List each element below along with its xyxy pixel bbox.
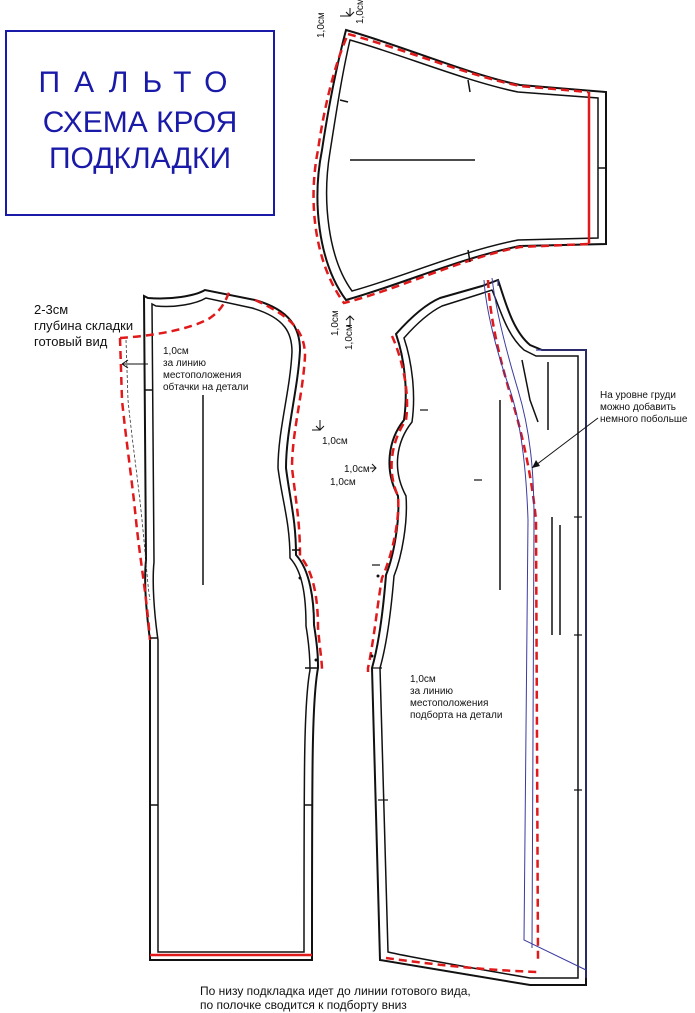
sleeve-lining-line (312, 32, 589, 305)
front-hem-red (385, 956, 539, 974)
back-outline-inner (151, 297, 311, 953)
sleeve-bottom-label-a: 1,0см (330, 310, 341, 336)
back-pleat-thin (125, 339, 151, 601)
front-lining-right (486, 279, 540, 961)
title-line-2: СХЕМА КРОЯ (42, 106, 238, 139)
armhole-front-label-a: 1,0см (344, 464, 370, 475)
front-outline-outer (370, 278, 587, 986)
title-box: ПАЛЬТО СХЕМА КРОЯ ПОДКЛАДКИ (5, 30, 275, 216)
title-line-3: ПОДКЛАДКИ (48, 142, 232, 175)
front-facing-blue (483, 279, 587, 971)
front-blue-edge (497, 280, 587, 978)
armhole-front-label-b: 1,0см (330, 477, 356, 488)
front-lining-left (366, 335, 409, 672)
sleeve-top-label-a: 1,0см (316, 12, 327, 38)
chest-note: На уровне груди можно добавить немного п… (600, 390, 688, 425)
back-facing-note: 1,0см за линию местоположения обтачки на… (163, 346, 249, 393)
pleat-note: 2-3см глубина складки готовый вид (34, 302, 134, 349)
front-piece (366, 277, 599, 986)
front-facing-blue-2 (491, 277, 535, 949)
armhole-back-label: 1,0см (322, 436, 348, 447)
back-piece (118, 288, 324, 961)
back-lining-line (119, 289, 324, 671)
bottom-note: По низу подкладка идет до линии готового… (200, 984, 471, 1012)
sleeve-piece (312, 28, 607, 305)
sleeve-outline-outer (316, 28, 607, 302)
back-pleat-line (118, 337, 152, 641)
sleeve-top-label-b: 1,0см (355, 0, 366, 24)
title-line-1: ПАЛЬТО (38, 66, 242, 99)
sleeve-bottom-label-b: 1,0см (344, 324, 355, 350)
sleeve-markers (312, 8, 377, 473)
front-outline-inner (379, 289, 579, 979)
front-facing-note: 1,0см за линию местоположения подборта н… (410, 674, 503, 721)
front-dart (521, 359, 549, 430)
sleeve-outline-inner (325, 39, 599, 292)
